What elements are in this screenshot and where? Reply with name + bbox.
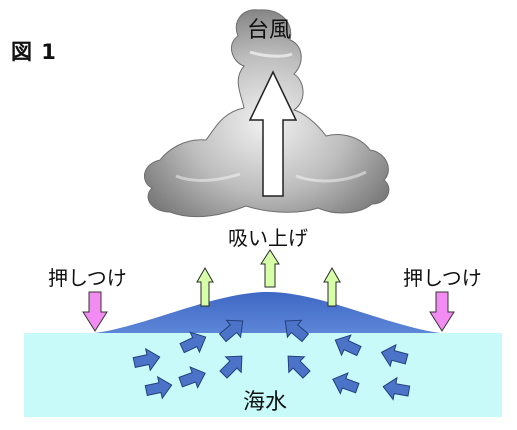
small-up-arrow-icon [260,249,280,288]
water-flow-arrow-icon [284,319,310,343]
push-down-arrows [82,291,455,332]
water-flow-arrow-icon [178,366,206,389]
water-flow-arrow-icon [287,355,311,379]
push-right-label: 押しつけ [403,266,482,290]
water-flow-arrows [132,319,411,401]
small-up-arrow-icon [323,266,341,307]
small-up-arrow-icon [196,266,214,307]
big-up-arrow-icon [248,70,298,197]
figure-label: 図 1 [11,40,57,64]
water-flow-arrow-icon [179,331,207,354]
sea-surface-bulge [24,292,502,333]
seawater-label: 海水 [243,390,288,415]
small-up-arrows [196,249,341,307]
water-flow-arrow-icon [144,375,173,400]
water-flow-arrow-icon [218,319,244,343]
push-left-label: 押しつけ [48,266,127,290]
push-down-arrow-icon [429,291,455,332]
water-flow-arrow-icon [132,347,161,372]
water-flow-arrow-icon [332,372,360,395]
push-down-arrow-icon [82,291,108,332]
suction-label: 吸い上げ [228,226,308,250]
water-flow-arrow-icon [382,376,411,401]
water-flow-arrow-icon [380,343,409,368]
water-flow-arrow-icon [334,334,362,357]
water-flow-arrow-icon [219,355,243,379]
sea-body [24,333,502,417]
typhoon-label: 台風 [247,18,292,43]
